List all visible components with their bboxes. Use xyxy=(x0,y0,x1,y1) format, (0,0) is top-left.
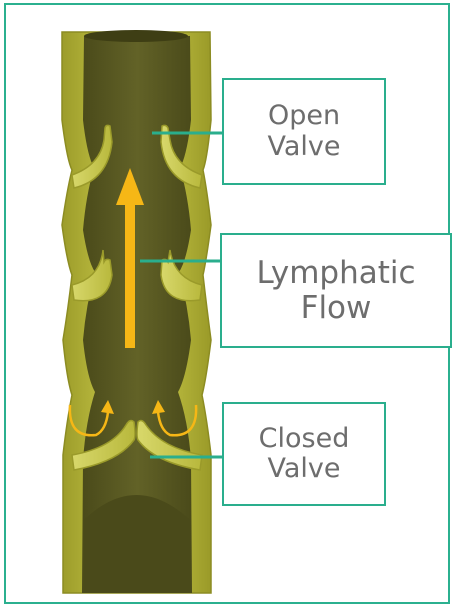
lymphatic-flow-label: Lymphatic Flow xyxy=(220,233,452,348)
open-valve-label-line2: Valve xyxy=(267,132,340,162)
closed-valve-label: Closed Valve xyxy=(222,402,386,506)
lymphatic-flow-label-line2: Flow xyxy=(301,291,372,326)
open-valve-label: Open Valve xyxy=(222,78,386,185)
closed-valve-label-line1: Closed xyxy=(259,424,350,454)
vessel-top-opening xyxy=(84,30,188,42)
vessel-bottom-opening xyxy=(84,495,190,593)
lymphatic-flow-label-line1: Lymphatic xyxy=(256,256,415,291)
open-valve-label-line1: Open xyxy=(268,101,340,131)
closed-valve-label-line2: Valve xyxy=(267,454,340,484)
